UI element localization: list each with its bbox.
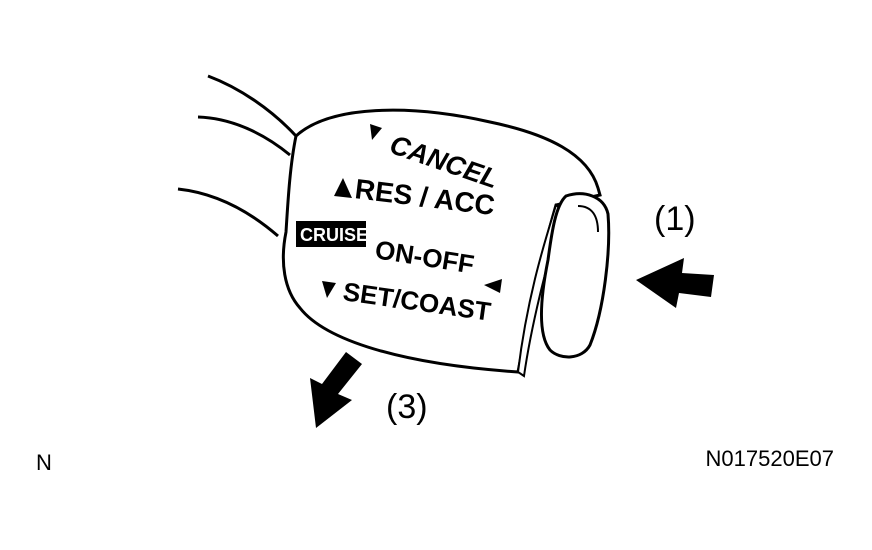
- lever-end-button: [540, 192, 611, 359]
- figure-code: N017520E07: [706, 446, 834, 471]
- set-coast-down-arrow-icon: [322, 281, 336, 298]
- on-off-left-arrow-icon: [484, 279, 502, 293]
- corner-label-left: N: [36, 450, 52, 475]
- cruise-badge: [296, 221, 366, 247]
- push-arrow-icon: [636, 258, 714, 308]
- lever-end-button-highlight: [577, 205, 599, 233]
- cruise-label: CRUISE: [300, 225, 368, 245]
- pull-arrow-icon: [310, 352, 362, 428]
- cancel-arrow-icon: [370, 124, 382, 140]
- callout-push: (1): [654, 200, 696, 238]
- lever-stalk-outline: [177, 74, 298, 238]
- res-acc-up-arrow-icon: [334, 178, 352, 198]
- callout-pull: (3): [386, 388, 428, 426]
